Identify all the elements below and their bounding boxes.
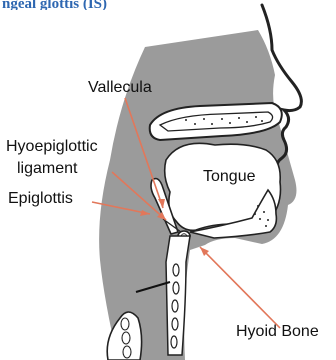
label-epiglottis: Epiglottis <box>8 190 73 208</box>
label-hyoepiglottic-line2: ligament <box>17 160 77 178</box>
hyoid-pointer <box>200 247 280 328</box>
label-hyoid-bone: Hyoid Bone <box>236 323 319 341</box>
label-hyoepiglottic-line1: Hyoepiglottic <box>6 138 98 156</box>
label-vallecula: Vallecula <box>88 79 152 97</box>
label-tongue: Tongue <box>203 168 256 186</box>
laryngeal-column <box>166 236 190 355</box>
